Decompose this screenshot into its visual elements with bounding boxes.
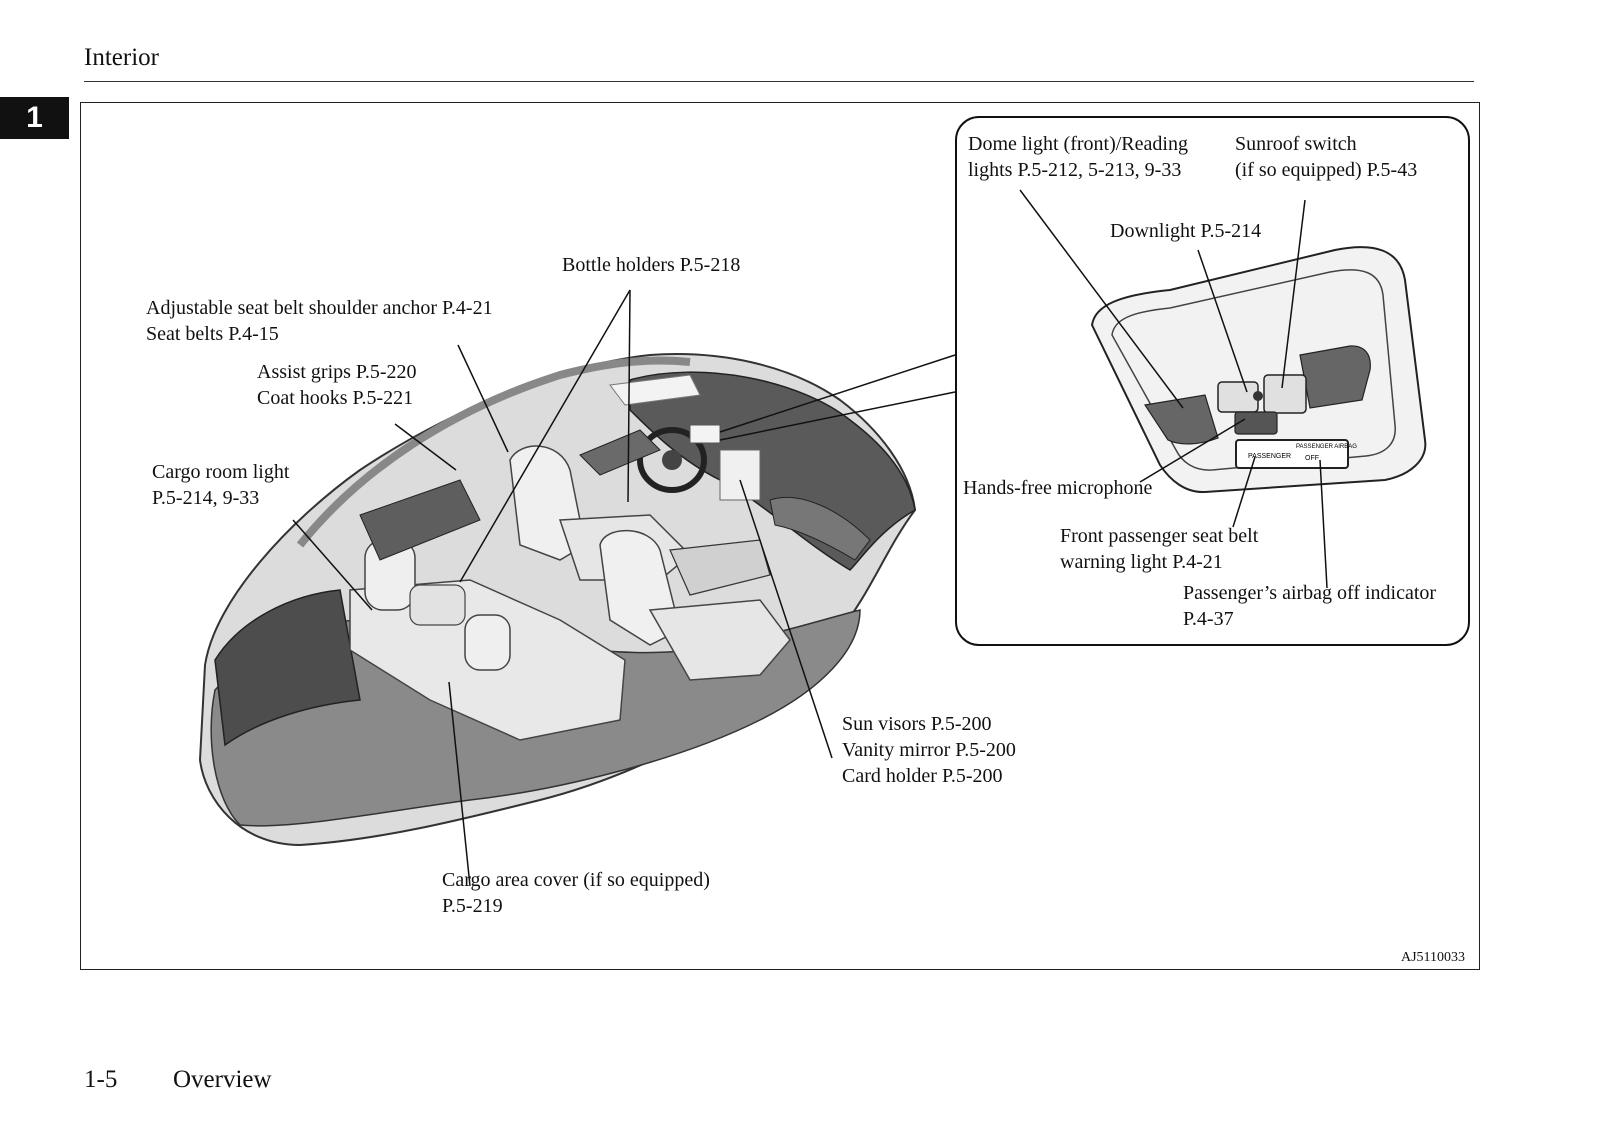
chapter-tab: 1 (0, 97, 69, 139)
seat-belt-anchor-label: Adjustable seat belt shoulder anchor P.4… (146, 297, 493, 345)
page-number: 1-5 (84, 1066, 118, 1093)
footer-chapter-title: Overview (173, 1066, 272, 1093)
panel-off-text: OFF (1305, 455, 1319, 462)
figure-frame (80, 102, 1480, 970)
header-rule (84, 81, 1474, 82)
panel-airbag-text: PASSENGER AIRBAG (1296, 444, 1357, 450)
dome-light-label: Dome light (front)/Reading lights P.5-21… (968, 133, 1188, 181)
cargo-room-light-label: Cargo room light P.5-214, 9-33 (152, 461, 290, 509)
sunroof-switch-label: Sunroof switch (if so equipped) P.5-43 (1235, 133, 1418, 181)
assist-grips-label: Assist grips P.5-220 Coat hooks P.5-221 (257, 361, 417, 409)
seat-belt-warning-label: Front passenger seat belt warning light … (1060, 525, 1259, 573)
cargo-area-cover-label: Cargo area cover (if so equipped) P.5-21… (442, 869, 710, 917)
airbag-off-label: Passenger’s airbag off indicator P.4-37 (1183, 582, 1437, 630)
bottle-holders-label: Bottle holders P.5-218 (562, 254, 741, 276)
panel-passenger-text: PASSENGER (1248, 453, 1291, 460)
hands-free-mic-label: Hands-free microphone (963, 477, 1153, 499)
figure-code: AJ5110033 (1401, 950, 1466, 965)
sun-visors-label: Sun visors P.5-200 Vanity mirror P.5-200… (842, 713, 1016, 787)
downlight-label: Downlight P.5-214 (1110, 220, 1262, 242)
section-title: Interior (84, 44, 159, 71)
